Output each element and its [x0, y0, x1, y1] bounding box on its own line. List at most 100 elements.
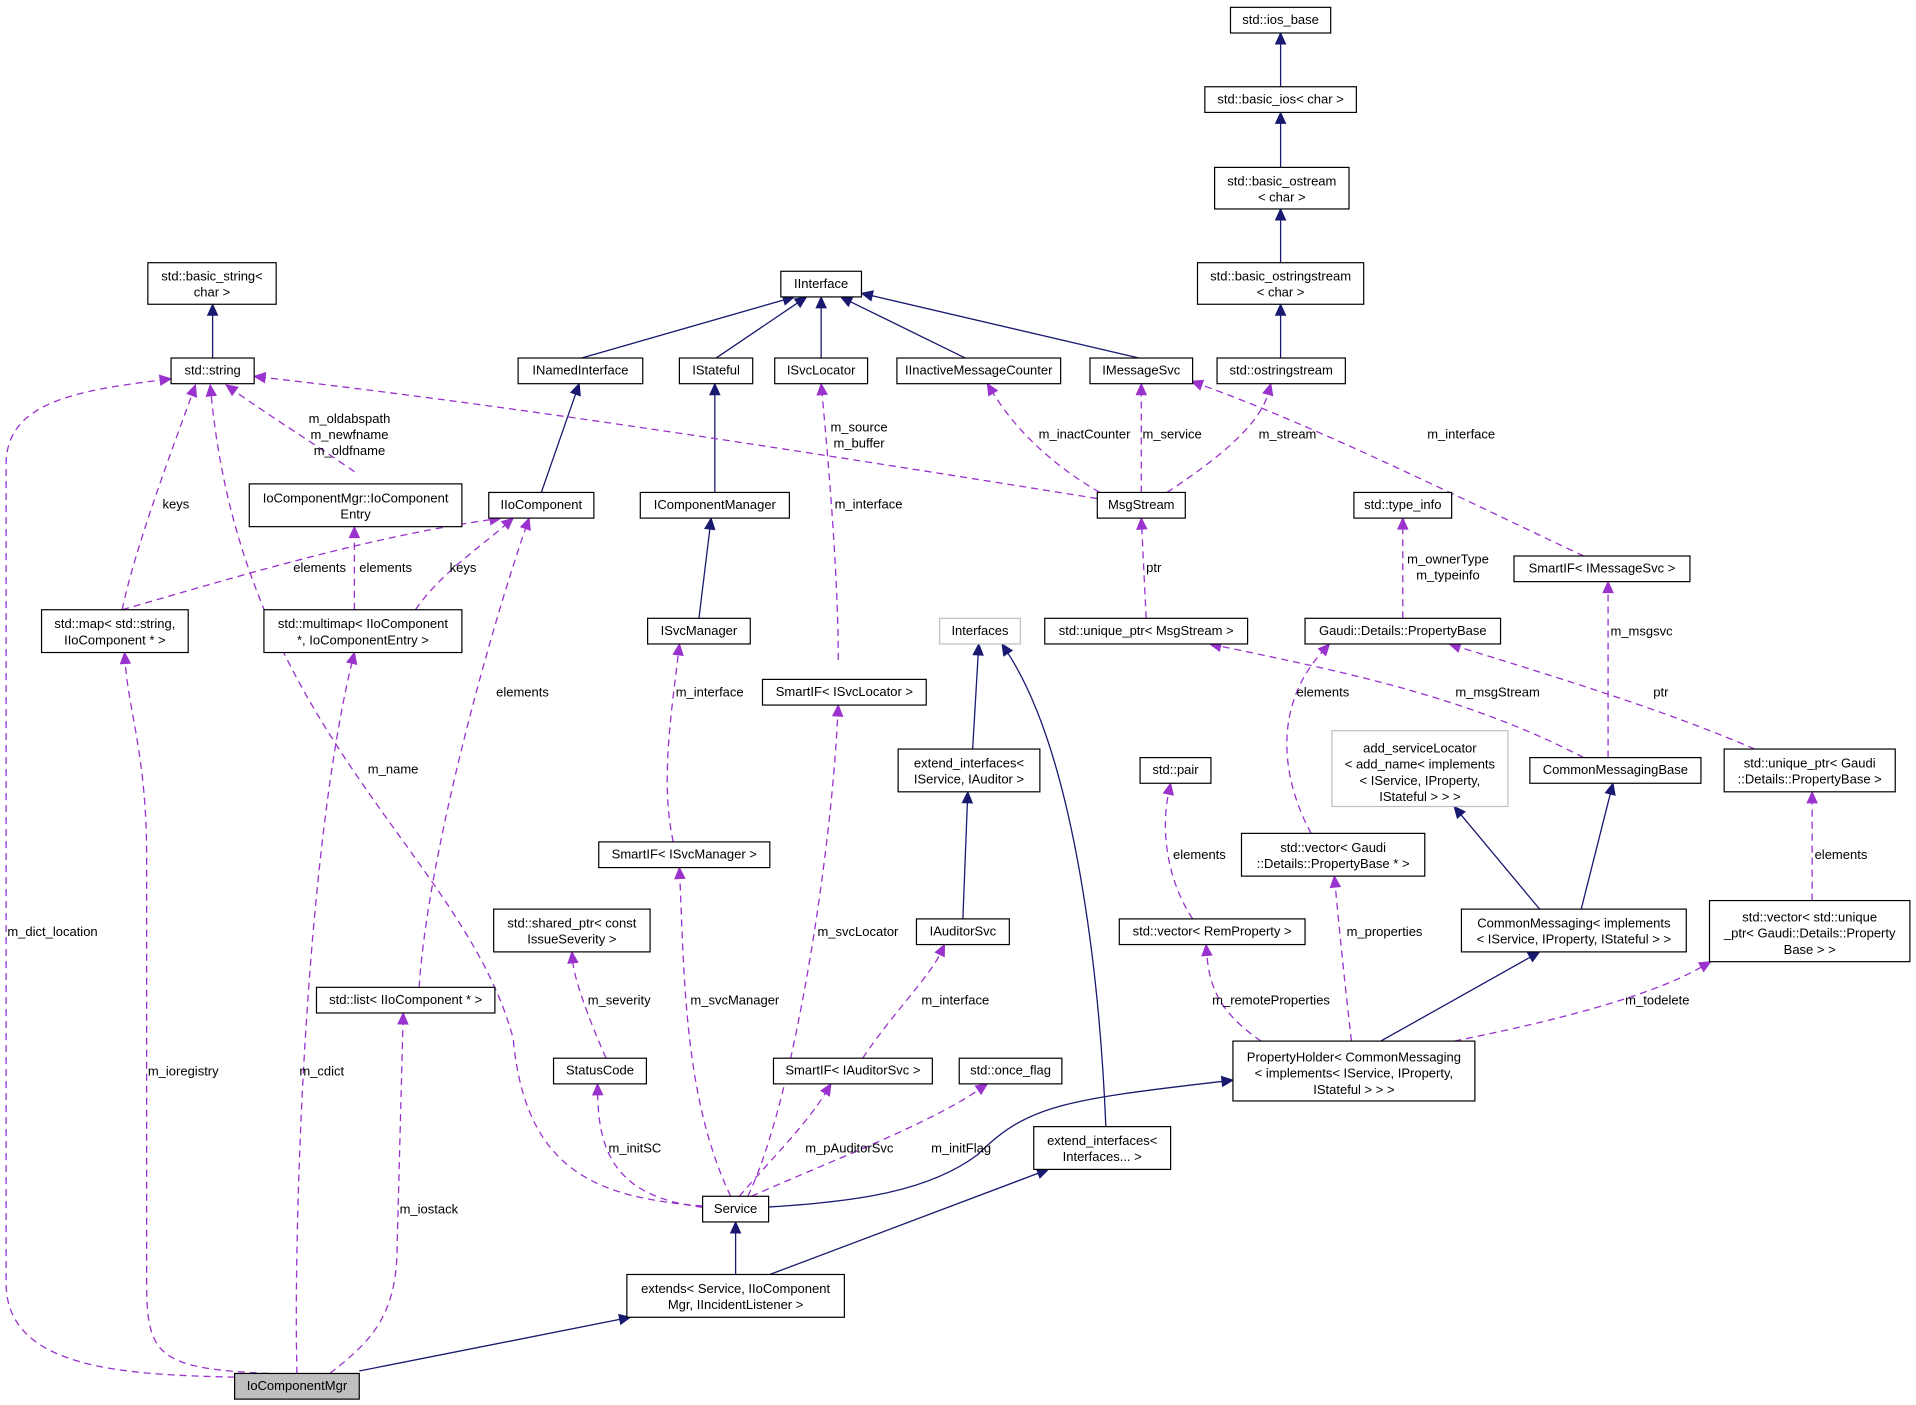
class-node-propertybase[interactable]: Gaudi::Details::PropertyBase	[1304, 617, 1502, 645]
class-node-inamedinterface[interactable]: INamedInterface	[517, 357, 644, 385]
class-node-commonmessagingbase[interactable]: CommonMessagingBase	[1529, 757, 1702, 784]
arrowhead-icon	[1274, 111, 1287, 124]
arrowhead-icon	[674, 866, 686, 880]
class-node-pair[interactable]: std::pair	[1139, 757, 1212, 784]
edge-label-text: m_todelete	[1625, 992, 1689, 1007]
class-node-propertyholder[interactable]: PropertyHolder< CommonMessaging< impleme…	[1232, 1040, 1476, 1102]
class-node-iiocomponent[interactable]: IIoComponent	[488, 491, 595, 519]
inheritance-edge	[769, 1168, 1050, 1276]
class-node-istateful[interactable]: IStateful	[678, 357, 754, 385]
class-node-msgstream[interactable]: MsgStream	[1096, 491, 1186, 519]
edge-line	[1286, 651, 1323, 834]
class-node-box	[774, 357, 869, 385]
edge-line	[992, 392, 1101, 494]
edge-line	[698, 528, 711, 619]
class-node-basic-ostringstream[interactable]: std::basic_ostringstream< char >	[1196, 262, 1365, 305]
class-node-vector-propertybase[interactable]: std::vector< Gaudi::Details::PropertyBas…	[1240, 832, 1426, 877]
edge-label-m-name: m_name	[368, 761, 419, 776]
edge-label-m-inactcounter: m_inactCounter	[1039, 427, 1131, 442]
edge-label-m-interface-msgsvc: m_interface	[1427, 427, 1495, 442]
class-node-label: IComponentManager	[654, 497, 777, 512]
class-node-label: std::basic_ios< char >	[1217, 91, 1343, 106]
edge-line	[234, 390, 355, 473]
class-node-iocomponententry[interactable]: IoComponentMgr::IoComponentEntry	[248, 483, 463, 528]
edge-line	[769, 1172, 1039, 1276]
class-node-basic-string[interactable]: std::basic_string<char >	[147, 262, 277, 305]
class-node-box	[1723, 748, 1896, 793]
inheritance-edge	[1453, 805, 1541, 910]
class-node-type-info[interactable]: std::type_info	[1353, 491, 1453, 519]
edge-label-m-pauditorsvc: m_pAuditorSvc	[805, 1140, 894, 1155]
class-node-extend-interfaces-interfaces[interactable]: extend_interfaces<Interfaces... >	[1033, 1126, 1172, 1170]
class-node-ostringstream[interactable]: std::ostringstream	[1216, 357, 1346, 385]
edge-label-text: m_stream	[1259, 427, 1317, 442]
class-node-imessagesvc[interactable]: IMessageSvc	[1089, 357, 1194, 385]
usage-edge	[252, 371, 1098, 500]
edge-line	[738, 1092, 826, 1197]
class-node-interfaces[interactable]: Interfaces	[939, 617, 1021, 645]
class-node-isvcmanager[interactable]: ISvcManager	[647, 617, 751, 645]
class-node-multimap[interactable]: std::multimap< IIoComponent*, IoComponen…	[263, 609, 463, 654]
class-node-isvclocator[interactable]: ISvcLocator	[774, 357, 869, 385]
class-node-unique-ptr-msgstream[interactable]: std::unique_ptr< MsgStream >	[1044, 617, 1249, 645]
class-node-label: SmartIF< ISvcLocator >	[776, 684, 913, 699]
arrowhead-icon	[831, 703, 844, 717]
class-node-unique-ptr-propertybase[interactable]: std::unique_ptr< Gaudi::Details::Propert…	[1723, 748, 1896, 793]
edge-line	[5, 379, 235, 1378]
class-node-once-flag[interactable]: std::once_flag	[958, 1057, 1063, 1085]
class-node-statuscode[interactable]: StatusCode	[552, 1057, 648, 1085]
edge-label-text: m_interface	[921, 992, 989, 1007]
class-node-label: std::vector< RemProperty >	[1133, 923, 1292, 938]
class-node-smartif-imessagesvc[interactable]: SmartIF< IMessageSvc >	[1513, 555, 1691, 583]
class-node-iinterface[interactable]: IInterface	[780, 270, 863, 298]
edge-line	[1220, 645, 1584, 759]
class-node-label: extends< Service, IIoComponent	[641, 1281, 830, 1296]
class-node-service[interactable]: Service	[702, 1195, 770, 1223]
arrowhead-icon	[839, 296, 854, 308]
class-node-add-servicelocator[interactable]: add_serviceLocator< add_name< implements…	[1331, 730, 1509, 808]
class-node-box	[1096, 491, 1186, 519]
edge-line	[359, 1318, 620, 1372]
class-node-ios-base[interactable]: std::ios_base	[1229, 6, 1332, 34]
class-node-box	[517, 357, 644, 385]
class-node-extend-interfaces-iservice[interactable]: extend_interfaces<IService, IAuditor >	[897, 748, 1041, 793]
edge-line	[972, 654, 979, 750]
class-node-iinactivemessagecounter[interactable]: IInactiveMessageCounter	[896, 357, 1062, 385]
usage-edge	[1453, 961, 1712, 1042]
arrowhead-icon	[793, 296, 808, 309]
usage-edge	[1329, 874, 1353, 1042]
usage-edge	[1135, 382, 1148, 493]
class-node-iocomponentmgr[interactable]: IoComponentMgr	[234, 1372, 360, 1400]
class-node-smartif-isvcmanager[interactable]: SmartIF< ISvcManager >	[598, 841, 771, 869]
edge-label-text: m_name	[368, 761, 419, 776]
class-node-box	[263, 609, 463, 654]
class-node-label: SmartIF< IAuditorSvc >	[785, 1063, 920, 1078]
usage-edge	[986, 382, 1101, 494]
arrowhead-icon	[709, 382, 721, 396]
edge-label-m-ioregistry: m_ioregistry	[148, 1063, 219, 1078]
edge-label-elements-map: elements	[293, 560, 346, 575]
edge-label-keys2: keys	[450, 560, 477, 575]
class-node-label: < add_name< implements	[1345, 757, 1496, 772]
inheritance-edge	[839, 296, 966, 359]
class-node-basic-ios[interactable]: std::basic_ios< char >	[1204, 86, 1357, 114]
class-node-basic-ostream[interactable]: std::basic_ostream< char >	[1214, 166, 1350, 210]
edge-label-m-todelete: m_todelete	[1625, 992, 1689, 1007]
arrowhead-icon	[1262, 382, 1274, 397]
edge-line	[739, 1080, 1223, 1210]
class-node-smartif-iauditorsvc[interactable]: SmartIF< IAuditorSvc >	[772, 1057, 933, 1085]
arrowhead-icon	[1604, 782, 1616, 796]
class-node-list[interactable]: std::list< IIoComponent * >	[315, 986, 496, 1014]
class-node-vector-unique-ptr[interactable]: std::vector< std::unique_ptr< Gaudi::Det…	[1708, 899, 1911, 963]
edge-label-text: elements	[1815, 847, 1868, 862]
class-node-string[interactable]: std::string	[170, 357, 255, 385]
class-node-smartif-isvclocator[interactable]: SmartIF< ISvcLocator >	[761, 678, 927, 706]
class-node-commonmessaging[interactable]: CommonMessaging< implements< IService, I…	[1460, 908, 1687, 953]
class-node-icomponentmanager[interactable]: IComponentManager	[639, 491, 790, 519]
class-node-vector-remproperty[interactable]: std::vector< RemProperty >	[1118, 918, 1306, 946]
class-node-iauditorsvc[interactable]: IAuditorSvc	[915, 918, 1010, 946]
edge-line	[1459, 646, 1755, 750]
class-node-map[interactable]: std::map< std::string,IIoComponent * >	[40, 609, 189, 654]
